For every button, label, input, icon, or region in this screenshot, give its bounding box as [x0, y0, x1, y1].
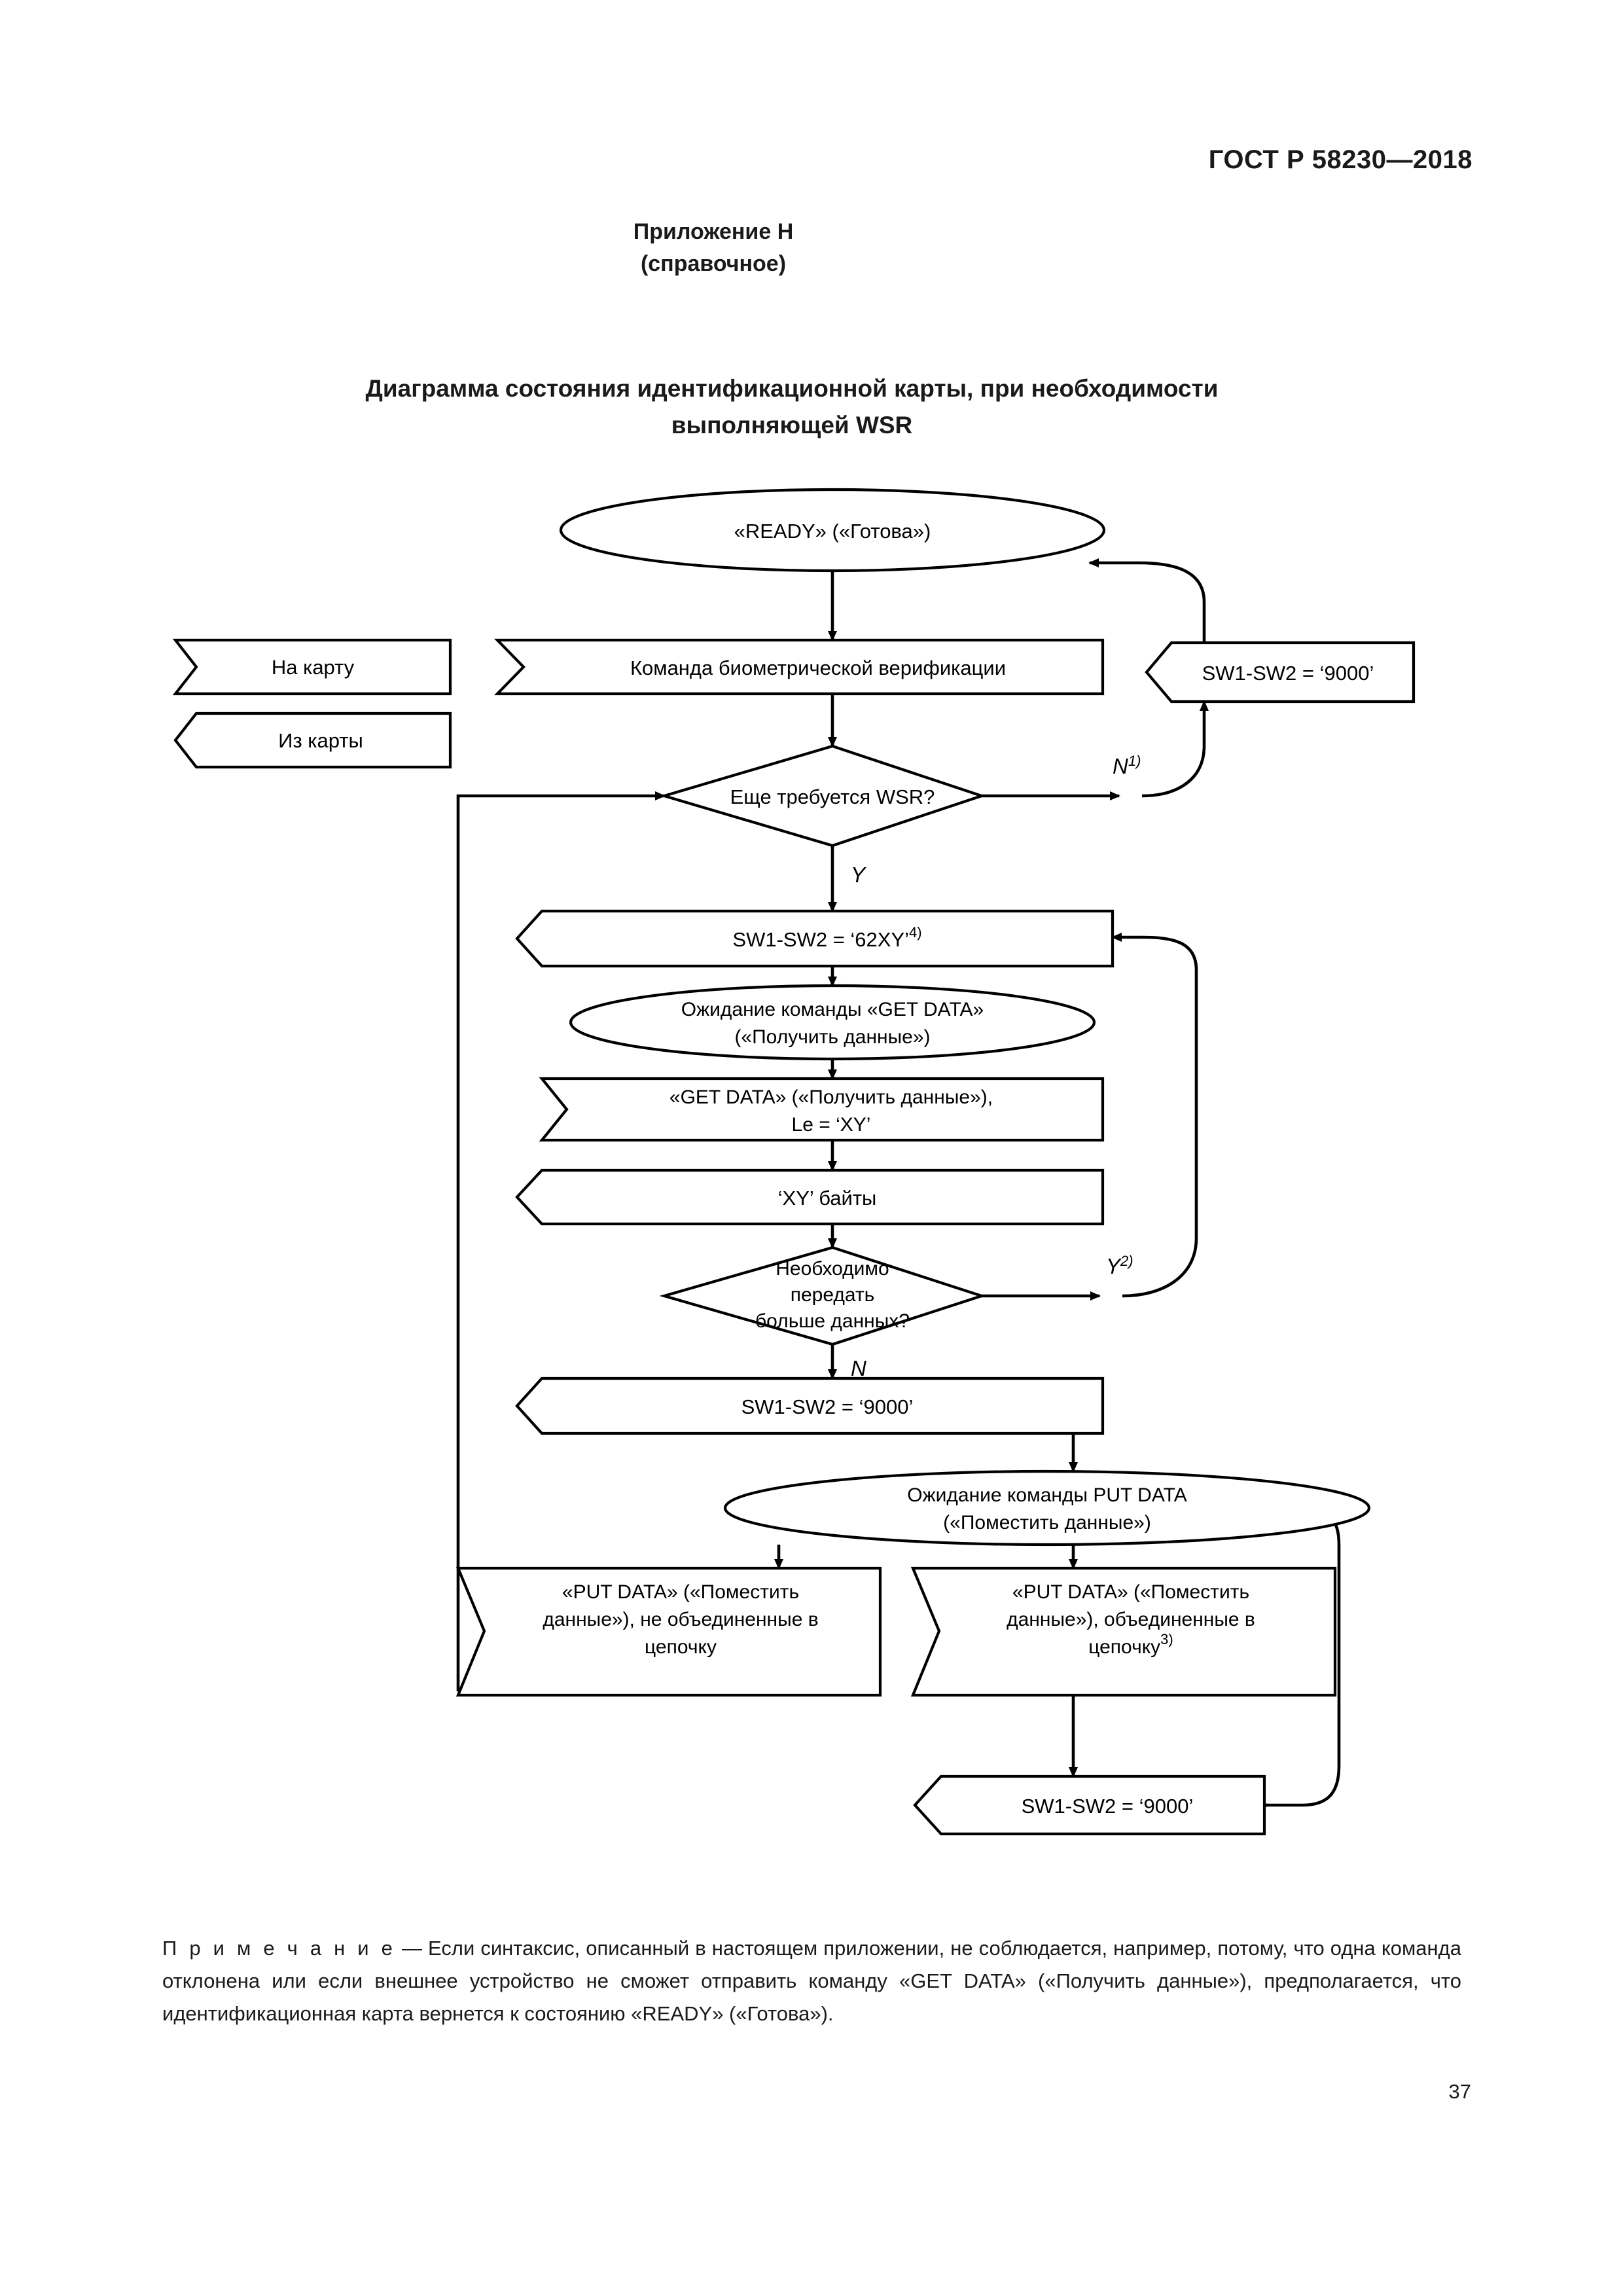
node-sw9000-mid: SW1-SW2 = ‘9000’ — [515, 1376, 1105, 1435]
note-label: П р и м е ч а н и е — [162, 1937, 396, 1960]
legend-to-card-label: На карту — [272, 656, 355, 679]
node-sw9000-top-label: SW1-SW2 = ‘9000’ — [1202, 662, 1374, 685]
legend-to-card: На карту — [172, 638, 452, 696]
node-xy-bytes-label: ‘XY’ байты — [778, 1187, 877, 1210]
node-put-data-unchained: «PUT DATA» («Поместить данные»), не объе… — [455, 1566, 882, 1697]
node-put-unchained-line1: «PUT DATA» («Поместить — [562, 1581, 799, 1603]
node-put-chained-line3: цепочку3) — [1088, 1631, 1173, 1658]
node-xy-bytes: ‘XY’ байты — [515, 1168, 1105, 1226]
edge-wsr-no-to-sw9000 — [1141, 700, 1209, 798]
node-get-data-command: «GET DATA» («Получить данные»), Le = ‘XY… — [539, 1077, 1105, 1142]
node-wait-put-data-line1: Ожидание команды PUT DATA — [907, 1484, 1186, 1506]
node-bio-command: Команда биометрической верификации — [494, 638, 1105, 696]
node-put-unchained-line3: цепочку — [645, 1636, 717, 1658]
node-sw9000-bottom: SW1-SW2 = ‘9000’ — [913, 1774, 1266, 1836]
node-sw-62xy: SW1-SW2 = ‘62XY’4) — [515, 909, 1115, 968]
legend-from-card-shape: Из карты — [173, 711, 452, 769]
appendix-heading: Приложение Н (справочное) — [0, 216, 1623, 281]
appendix-kind: (справочное) — [640, 251, 787, 277]
branch-more-no: N — [851, 1356, 866, 1380]
page-number: 37 — [1448, 2080, 1471, 2103]
node-ready: «READY» («Готова») — [559, 488, 1106, 573]
node-put-chained-line2: данные»), объединенные в — [1007, 1609, 1255, 1630]
note-text: Если синтаксис, описанный в настоящем пр… — [162, 1937, 1461, 2026]
diagram-title-line1: Диаграмма состояния идентификационной ка… — [365, 375, 1219, 402]
node-decision-wsr: Еще требуется WSR? — [659, 744, 986, 848]
note-dash: — — [395, 1937, 429, 1960]
node-decision-wsr-label: Еще требуется WSR? — [730, 785, 935, 808]
branch-more-yes: Y2) — [1106, 1253, 1133, 1278]
node-put-data-chained: «PUT DATA» («Поместить данные»), объедин… — [910, 1566, 1337, 1697]
node-get-data-line1: «GET DATA» («Получить данные»), — [669, 1086, 993, 1108]
legend-from-card-label: Из карты — [278, 729, 363, 752]
diagram-title-line2: выполняющей WSR — [671, 411, 913, 439]
node-sw9000-bottom-label: SW1-SW2 = ‘9000’ — [1022, 1795, 1194, 1818]
node-sw9000-mid-label: SW1-SW2 = ‘9000’ — [741, 1395, 914, 1418]
node-decision-more-line2: передать — [791, 1284, 875, 1306]
standard-header: ГОСТ Р 58230—2018 — [1208, 145, 1472, 174]
node-wait-put-data-line2: («Поместить данные») — [943, 1512, 1151, 1534]
edge-sw9000-to-ready — [1088, 558, 1206, 643]
state-diagram: На карту Из карты «READY» («Готова») Ком… — [172, 488, 1416, 1836]
node-sw-62xy-label: SW1-SW2 = ‘62XY’4) — [732, 924, 921, 951]
node-decision-more-line1: Необходимо — [776, 1258, 889, 1280]
node-decision-more-line3: больше данных? — [755, 1310, 910, 1332]
node-ready-label: «READY» («Готова») — [734, 520, 931, 543]
edge-more-yes-to-62xy — [1111, 933, 1198, 1298]
node-put-unchained-line2: данные»), не объединенные в — [543, 1609, 818, 1630]
diagram-title: Диаграмма состояния идентификационной ка… — [0, 370, 1623, 443]
note-block: П р и м е ч а н и е — Если синтаксис, оп… — [162, 1932, 1461, 2031]
node-wait-put-data: Ожидание команды PUT DATA («Поместить да… — [723, 1469, 1371, 1547]
node-decision-more-data: Необходимо передать больше данных? — [659, 1246, 986, 1346]
node-wait-get-data: Ожидание команды «GET DATA» («Получить д… — [569, 984, 1096, 1061]
node-wait-get-data-line1: Ожидание команды «GET DATA» — [681, 999, 984, 1020]
node-get-data-line2: Le = ‘XY’ — [792, 1114, 871, 1136]
branch-wsr-no: N1) — [1113, 753, 1141, 778]
node-sw9000-top: SW1-SW2 = ‘9000’ — [1145, 641, 1416, 704]
node-wait-get-data-line2: («Получить данные») — [734, 1026, 930, 1048]
node-bio-command-label: Команда биометрической верификации — [630, 656, 1006, 679]
appendix-label: Приложение Н — [633, 219, 794, 244]
branch-wsr-yes: Y — [851, 863, 866, 887]
node-put-chained-line1: «PUT DATA» («Поместить — [1012, 1581, 1249, 1603]
